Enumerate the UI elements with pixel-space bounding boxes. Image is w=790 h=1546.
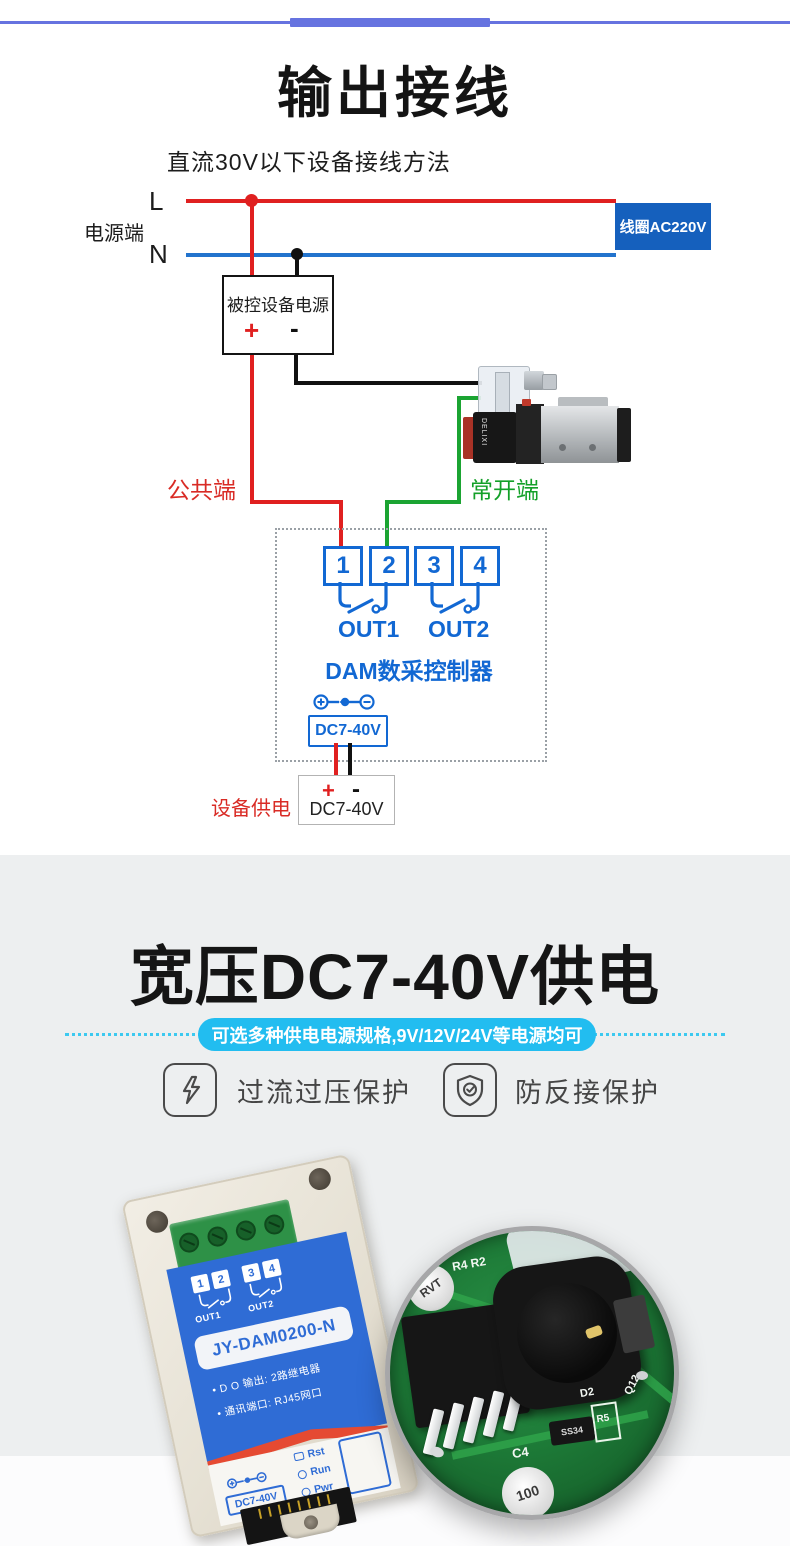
valve-end-cap xyxy=(617,408,631,462)
lightning-icon xyxy=(163,1063,217,1117)
power-polarity-icon xyxy=(313,694,375,710)
terminal-4: 4 xyxy=(460,546,500,586)
valve-screw xyxy=(559,444,566,451)
product-device-photo: 1 2 3 4 OUT1 OUT2 JY-DAM0200-N • D O 输出:… xyxy=(112,1127,428,1546)
supply-plus-label: + xyxy=(322,778,335,803)
silkscreen-r5: R5 xyxy=(595,1412,611,1426)
valve-body xyxy=(541,406,619,463)
valve-gland-tip xyxy=(542,374,557,390)
inductor-core xyxy=(510,1276,624,1390)
normally-open-label: 常开端 xyxy=(470,477,539,503)
section-title: 宽压DC7-40V供电 xyxy=(129,941,661,1013)
relay-contact-symbol-out2 xyxy=(430,582,480,614)
indicator-run: Run xyxy=(296,1462,332,1481)
neutral-line-label: N xyxy=(149,239,168,269)
terminal-2: 2 xyxy=(369,546,409,586)
cap-marking: 100 xyxy=(514,1481,542,1505)
controller-name: DAM数采控制器 xyxy=(325,658,493,684)
rj45-label-box xyxy=(337,1430,393,1495)
green-wire-to-terminal xyxy=(385,502,389,548)
feature-label: 防反接保护 xyxy=(515,1077,660,1108)
device-power-polarity-icon xyxy=(227,1472,267,1489)
run-led-icon xyxy=(296,1468,308,1480)
valve-cable-gland xyxy=(524,371,544,390)
controller-dashed-box xyxy=(275,528,547,762)
badge-pill: 可选多种供电电源规格,9V/12V/24V等电源均可 xyxy=(198,1018,596,1051)
valve-connector-slot xyxy=(495,372,510,416)
relay-contact-symbol-out1 xyxy=(338,582,388,614)
valve-mid-block xyxy=(516,404,544,464)
diagram-subtitle: 直流30V以下设备接线方法 xyxy=(167,149,451,175)
silkscreen-r5-box: R5 xyxy=(590,1401,622,1443)
neutral-wire xyxy=(186,253,616,257)
minus-terminal-label: - xyxy=(290,313,299,343)
pcb-capacitor-rvt: RVT xyxy=(408,1265,454,1311)
valve-brand-label: DELIXI xyxy=(480,418,487,447)
controlled-power-label: 被控设备电源 xyxy=(227,296,329,315)
out2-label: OUT2 xyxy=(428,616,490,642)
common-wire-horizontal xyxy=(250,500,343,504)
power-side-label: 电源端 xyxy=(84,223,144,245)
device-terminal-3: 3 xyxy=(241,1262,262,1283)
valve-coil-body: DELIXI xyxy=(473,412,517,463)
common-wire-down xyxy=(339,502,343,548)
ear-hole xyxy=(302,1514,320,1531)
out1-label: OUT1 xyxy=(338,616,400,642)
live-junction-dot xyxy=(245,194,258,207)
green-wire-down xyxy=(457,396,461,504)
supply-source-box: + - DC7-40V xyxy=(298,775,395,825)
terminal-3: 3 xyxy=(414,546,454,586)
indicator-rst: Rst xyxy=(293,1445,326,1463)
supply-black-wire xyxy=(348,743,352,776)
minus-wire-down xyxy=(294,351,298,385)
valve-indicator xyxy=(522,399,531,406)
device-relay-glyph xyxy=(198,1288,232,1309)
supply-minus-label: - xyxy=(352,776,360,803)
phase-line-label: L xyxy=(149,186,164,216)
valve-screw xyxy=(589,444,596,451)
shield-check-icon xyxy=(443,1063,497,1117)
silkscreen-d2: D2 xyxy=(579,1385,595,1401)
supply-voltage-label: DC7-40V xyxy=(309,799,384,819)
device-terminal-2: 2 xyxy=(210,1269,232,1290)
minus-wire-to-valve xyxy=(294,381,482,385)
green-wire-stub xyxy=(457,396,481,400)
diode-marking: SS34 xyxy=(560,1424,584,1438)
device-terminal-1: 1 xyxy=(190,1273,211,1294)
pcb-capacitor-100: 100 xyxy=(502,1467,554,1515)
silkscreen-c4: C4 xyxy=(511,1443,530,1462)
header-divider-bar xyxy=(290,18,490,27)
plus-terminal-label: + xyxy=(244,315,260,345)
terminal-1: 1 xyxy=(323,546,363,586)
device-label-panel: 1 2 3 4 OUT1 OUT2 JY-DAM0200-N • D O 输出:… xyxy=(166,1231,388,1462)
device-terminal-4: 4 xyxy=(261,1258,282,1279)
feature-reverse-protect: 防反接保护 xyxy=(443,1063,660,1117)
page-title: 输出接线 xyxy=(276,62,513,124)
indicator-label: Run xyxy=(309,1462,332,1479)
neutral-branch-wire xyxy=(295,253,299,277)
silkscreen-r4r2: R4 R2 xyxy=(451,1254,487,1274)
valve-top-fitting xyxy=(558,397,608,408)
controlled-power-box: 被控设备电源 + - xyxy=(222,275,334,355)
device-label-lower: DC7-40V Rst Run Pwr xyxy=(207,1427,401,1527)
feature-label: 过流过压保护 xyxy=(237,1077,411,1108)
solder-pad xyxy=(636,1371,648,1380)
common-terminal-label: 公共端 xyxy=(167,477,236,503)
valve-red-ring xyxy=(463,417,475,459)
rst-icon xyxy=(293,1451,305,1462)
solder-pad xyxy=(416,1467,428,1476)
supply-red-wire xyxy=(334,743,338,776)
device-out1-label: OUT1 xyxy=(194,1309,222,1325)
coil-ac220v-box: 线圈AC220V xyxy=(615,203,711,250)
indicator-label: Rst xyxy=(306,1445,326,1461)
pcb-zoom-inset: RVT R4 R2 D2 R5 Q12 SS34 C4 100 xyxy=(385,1226,679,1520)
device-supply-label: 设备供电 xyxy=(211,798,291,820)
cap-marking: RVT xyxy=(417,1275,445,1301)
pcb-diode-ss34: SS34 xyxy=(548,1416,596,1446)
live-wire xyxy=(186,199,616,203)
feature-overcurrent: 过流过压保护 xyxy=(163,1063,411,1117)
green-wire-horizontal xyxy=(385,500,461,504)
device-relay-glyph xyxy=(249,1277,283,1298)
